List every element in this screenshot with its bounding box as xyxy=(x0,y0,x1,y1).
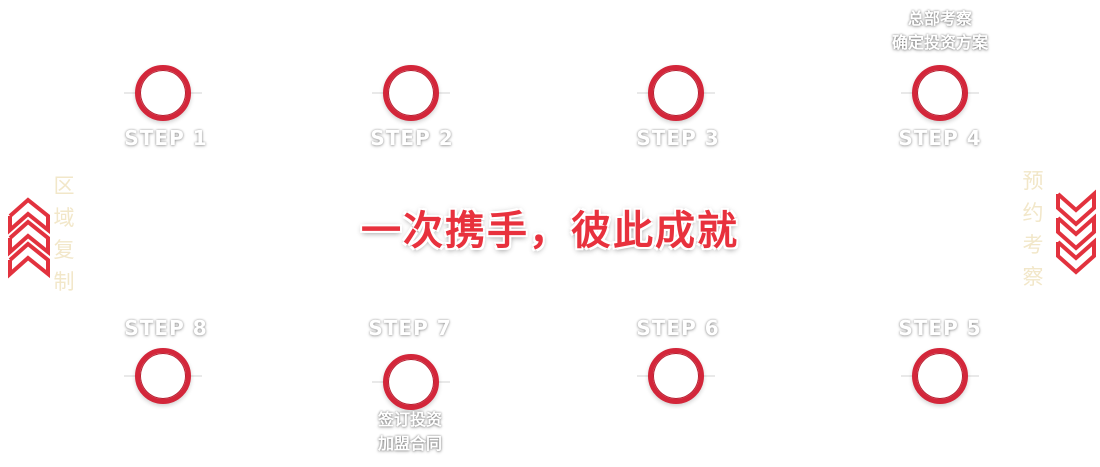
step-3-label: STEP 3 xyxy=(636,126,720,150)
side-left-char-2: 域 xyxy=(53,206,75,230)
side-right-char-2: 约 xyxy=(1022,201,1044,225)
side-left-char-3: 复 xyxy=(53,238,75,262)
step-7-label: STEP 7 xyxy=(368,316,452,340)
step-7-node xyxy=(372,354,450,410)
step4-note-line2: 确定投资方案 xyxy=(891,33,988,52)
step-1-label: STEP 1 xyxy=(124,126,208,150)
step-4-node xyxy=(901,65,979,121)
side-left-text: 区 域 复 制 xyxy=(49,170,79,298)
step4-note-line1: 总部考察 xyxy=(907,9,972,28)
step-8-node xyxy=(124,348,202,404)
step4-note: 总部考察 确定投资方案 xyxy=(860,7,1020,55)
side-right-char-1: 预 xyxy=(1022,169,1044,193)
step-6-label: STEP 6 xyxy=(636,316,720,340)
step-2-node xyxy=(372,65,450,121)
side-left-char-4: 制 xyxy=(53,270,75,294)
headline: 一次携手，彼此成就 xyxy=(361,208,739,254)
step7-note: 签订投资 加盟合同 xyxy=(330,408,490,456)
side-left-char-1: 区 xyxy=(53,174,75,198)
step-4-label: STEP 4 xyxy=(898,126,982,150)
step-5-node xyxy=(901,348,979,404)
side-right-char-4: 察 xyxy=(1022,265,1044,289)
side-right-text: 预 约 考 察 xyxy=(1018,165,1048,293)
chevron-up-icon xyxy=(8,197,50,279)
step7-note-line1: 签订投资 xyxy=(377,410,442,429)
step-3-node xyxy=(637,65,715,121)
step-6-node xyxy=(637,348,715,404)
side-right-char-3: 考 xyxy=(1022,233,1044,257)
step-1-node xyxy=(124,65,202,121)
step-8-label: STEP 8 xyxy=(124,316,208,340)
step7-note-line2: 加盟合同 xyxy=(377,434,442,453)
step-2-label: STEP 2 xyxy=(370,126,454,150)
step-5-label: STEP 5 xyxy=(898,316,982,340)
chevron-down-icon xyxy=(1056,189,1096,275)
